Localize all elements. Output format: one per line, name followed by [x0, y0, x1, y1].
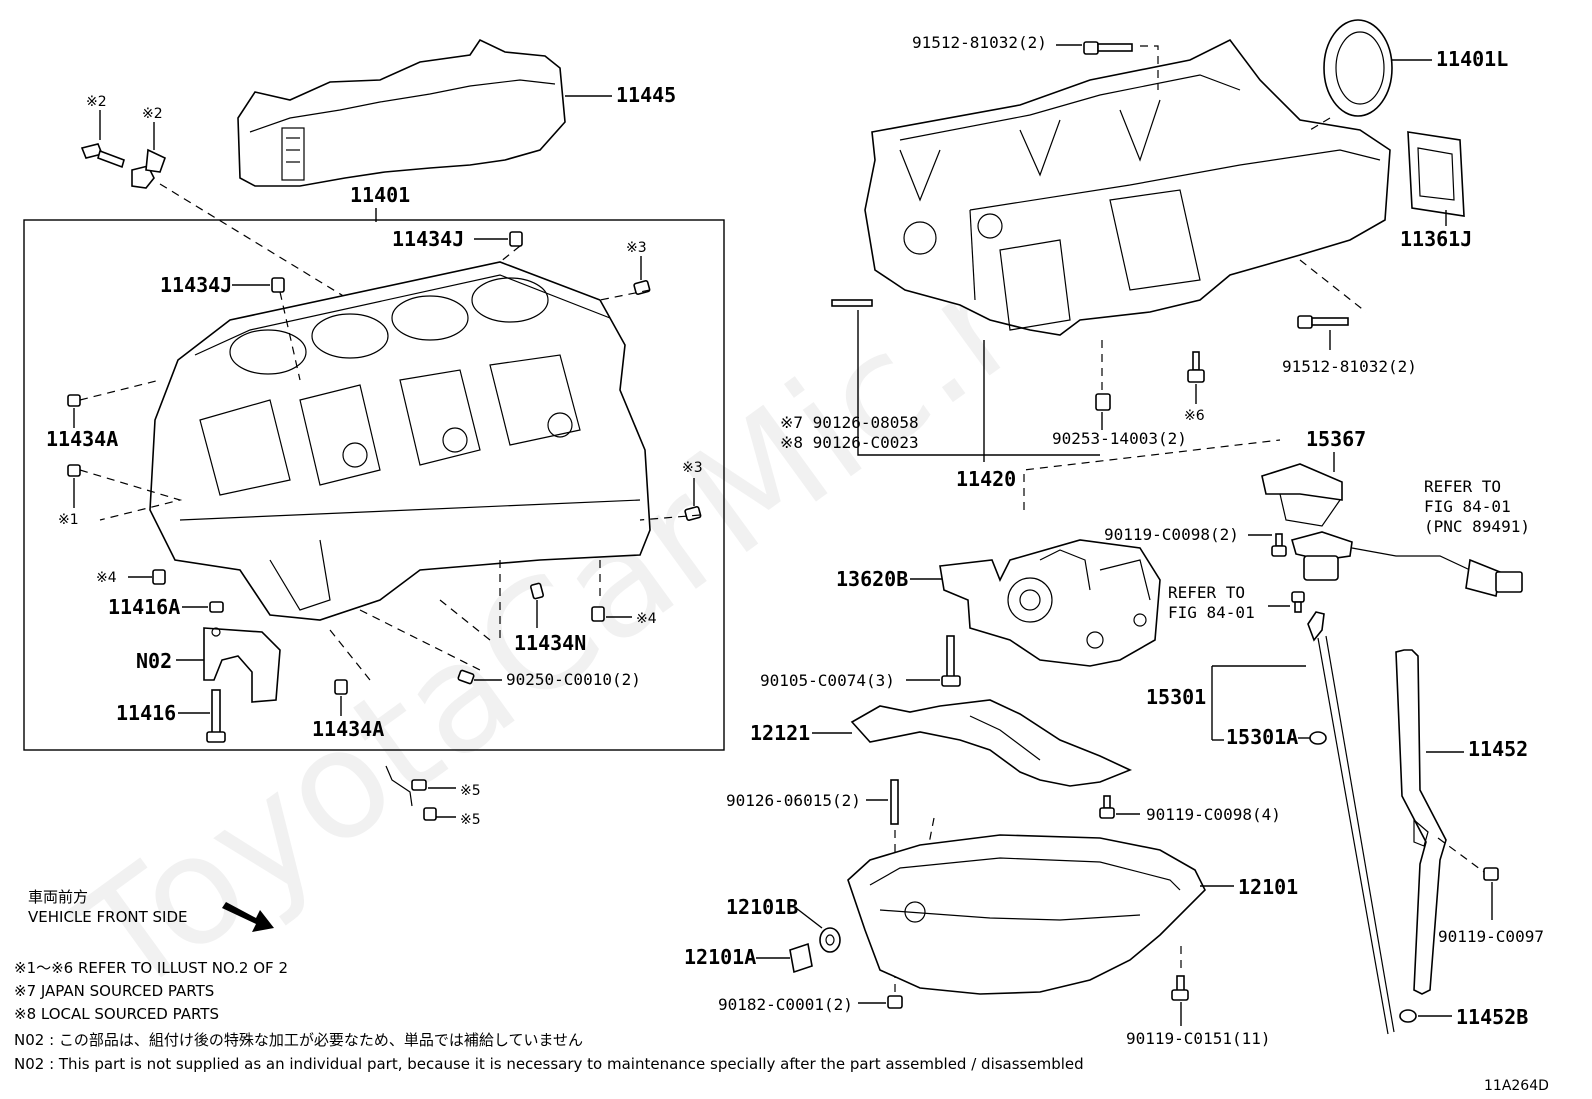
note-ref-1: ※1	[58, 512, 79, 528]
label-11361J: 11361J	[1400, 227, 1472, 251]
stud-90126-c-shape	[890, 779, 899, 825]
note-ref-2a: ※2	[86, 94, 107, 110]
label-11434A-a: 11434A	[46, 427, 118, 451]
bolt-refer-shape	[1291, 591, 1305, 613]
note-ref-5b: ※5	[460, 812, 481, 828]
note-line-5: N02 : This part is not supplied as an in…	[14, 1055, 1084, 1073]
label-11452B: 11452B	[1456, 1005, 1528, 1029]
refer-to-1c: (PNC 89491)	[1424, 517, 1530, 536]
note-line-2: ※7 JAPAN SOURCED PARTS	[14, 982, 214, 1000]
label-15367: 15367	[1306, 427, 1366, 451]
note-line-1: ※1～※6 REFER TO ILLUST NO.2 OF 2	[14, 959, 288, 977]
label-91512-b: 91512-81032(2)	[1282, 357, 1417, 376]
label-90126-c: 90126-06015(2)	[726, 791, 861, 810]
note-ref-2b: ※2	[142, 106, 163, 122]
oil-jet-n5-shape	[385, 765, 437, 821]
label-11445: 11445	[616, 83, 676, 107]
bolt-91512-right-shape	[1297, 315, 1349, 329]
bolt-90105-shape	[941, 635, 961, 687]
label-90119-b: 90119-C0098(4)	[1146, 805, 1281, 824]
label-12121: 12121	[750, 721, 810, 745]
dipstick-15301-shape	[1307, 611, 1395, 1035]
front-arrow-icon	[222, 902, 274, 932]
stud-90126-shape	[831, 299, 873, 307]
direction-jp: 車両前方	[28, 888, 88, 906]
o-ring-15301A-shape	[1309, 731, 1327, 745]
part-11445-shape	[237, 38, 566, 187]
label-N02: N02	[136, 649, 172, 673]
refer-to-2b: FIG 84-01	[1168, 603, 1255, 622]
label-90250: 90250-C0010(2)	[506, 670, 641, 689]
label-11416A: 11416A	[108, 595, 180, 619]
label-15301: 15301	[1146, 685, 1206, 709]
bolt-11416-shape	[206, 689, 226, 743]
diagram-code: 11A264D	[1484, 1078, 1549, 1094]
label-90119-d: 90119-C0097	[1438, 927, 1544, 946]
bearing-cap-n02-shape	[203, 627, 281, 703]
label-90105: 90105-C0074(3)	[760, 671, 895, 690]
note-ref-4b: ※4	[636, 611, 657, 627]
oil-level-sensor-shape	[1291, 531, 1523, 597]
oil-pump-13620B-shape	[939, 539, 1161, 667]
label-11434N: 11434N	[514, 631, 586, 655]
cylinder-block-group-box	[23, 219, 725, 751]
drain-plug-shape	[789, 927, 841, 974]
cylinder-block-shape	[149, 261, 651, 621]
pin-90253-shape	[1095, 393, 1111, 411]
bolt-90119-b-shape	[1099, 795, 1115, 819]
note-ref-5a: ※5	[460, 783, 481, 799]
guide-11452-shape	[1395, 649, 1447, 995]
refer-to-1a: REFER TO	[1424, 477, 1501, 496]
bracket-15367-shape	[1261, 463, 1343, 527]
label-12101A: 12101A	[684, 945, 756, 969]
gasket-11361J-shape	[1407, 131, 1465, 217]
label-13620B: 13620B	[836, 567, 908, 591]
pins-shape	[67, 231, 702, 695]
o-ring-11452B-shape	[1399, 1009, 1417, 1023]
refer-to-1b: FIG 84-01	[1424, 497, 1511, 516]
direction-en: VEHICLE FRONT SIDE	[28, 908, 188, 926]
label-91512-a: 91512-81032(2)	[912, 33, 1047, 52]
label-90253: 90253-14003(2)	[1052, 429, 1187, 448]
label-12101: 12101	[1238, 875, 1298, 899]
nut-90182-shape	[887, 995, 903, 1009]
bolt-90119-d-shape	[1483, 867, 1499, 881]
label-15301A: 15301A	[1226, 725, 1298, 749]
refer-to-2a: REFER TO	[1168, 583, 1245, 602]
label-11452: 11452	[1468, 737, 1528, 761]
oil-pan-12101-shape	[847, 834, 1206, 995]
note-ref-4a: ※4	[96, 570, 117, 586]
label-11434J-b: 11434J	[160, 273, 232, 297]
label-90119-a: 90119-C0098(2)	[1104, 525, 1239, 544]
baffle-12121-shape	[850, 699, 1133, 787]
label-90119-c: 90119-C0151(11)	[1126, 1029, 1271, 1048]
label-12101B: 12101B	[726, 895, 798, 919]
label-11434A-b: 11434A	[312, 717, 384, 741]
label-90126-a: ※7 90126-08058	[780, 413, 919, 432]
label-11416: 11416	[116, 701, 176, 725]
note-ref-6: ※6	[1184, 408, 1205, 424]
bolt-91512-top-shape	[1083, 41, 1133, 55]
bolt-n6-shape	[1187, 351, 1205, 383]
bolt-90119-c-shape	[1171, 975, 1189, 1001]
label-11434J-a: 11434J	[392, 227, 464, 251]
note-ref-3b: ※3	[682, 460, 703, 476]
note-line-3: ※8 LOCAL SOURCED PARTS	[14, 1005, 219, 1023]
label-90182: 90182-C0001(2)	[718, 995, 853, 1014]
label-90126-b: ※8 90126-C0023	[780, 433, 919, 452]
oil-seal-11401L-shape	[1323, 19, 1393, 117]
label-11401L: 11401L	[1436, 47, 1508, 71]
oil-pan-11420-shape	[864, 38, 1391, 336]
note-ref-3a: ※3	[626, 240, 647, 256]
label-11420: 11420	[956, 467, 1016, 491]
bolt-n2-shape	[80, 143, 166, 189]
bolt-90119-a-shape	[1271, 533, 1287, 557]
note-line-4: N02 : この部品は、組付け後の特殊な加工が必要なため、単品では補給していませ…	[14, 1031, 583, 1049]
label-11401: 11401	[350, 183, 410, 207]
